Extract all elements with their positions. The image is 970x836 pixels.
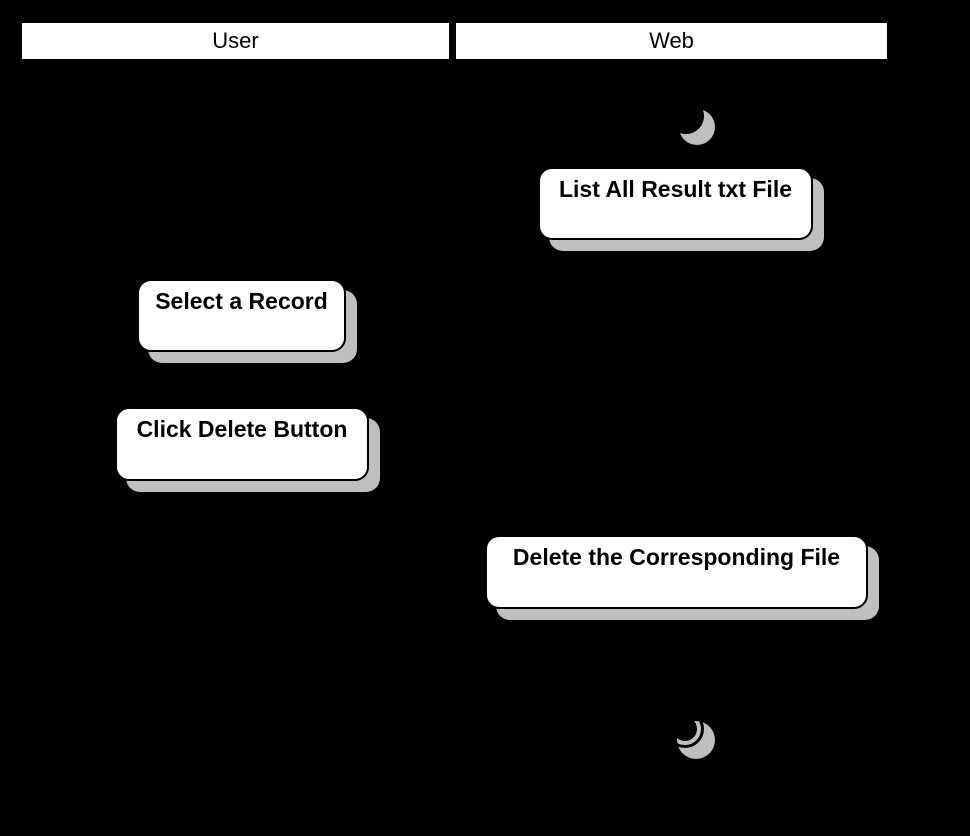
swimlane-header-user[interactable]: User (21, 22, 450, 60)
node-body (538, 167, 813, 240)
edge-click-delete-to-delete-file (241, 481, 488, 561)
bullseye-center-icon (673, 717, 697, 741)
action-node-label: Select a Record (155, 288, 328, 314)
swimlane-label-user: User (212, 28, 259, 53)
edge-list-files-to-select-record (349, 240, 678, 329)
action-node-delete-file[interactable]: Delete the Corresponding File (485, 535, 879, 620)
swimlane-header-web[interactable]: Web (455, 22, 888, 60)
node-body (137, 279, 346, 352)
final-node[interactable] (666, 710, 715, 759)
node-body (485, 535, 868, 609)
node-body (115, 407, 369, 481)
initial-node[interactable] (668, 98, 715, 145)
swimlane-divider (450, 22, 455, 60)
swimlane-label-web: Web (649, 28, 694, 53)
action-node-select-record[interactable]: Select a Record (137, 279, 357, 363)
filled-circle-icon (668, 98, 704, 134)
action-node-label: List All Result txt File (558, 176, 792, 202)
bullseye-circle-icon (666, 710, 704, 748)
swimlane-header-band: User Web (21, 22, 888, 60)
action-node-label: Click Delete Button (136, 416, 348, 442)
action-node-label: Delete the Corresponding File (512, 544, 841, 570)
action-node-click-delete[interactable]: Click Delete Button (115, 407, 380, 492)
action-node-list-files[interactable]: List All Result txt File (538, 167, 824, 251)
